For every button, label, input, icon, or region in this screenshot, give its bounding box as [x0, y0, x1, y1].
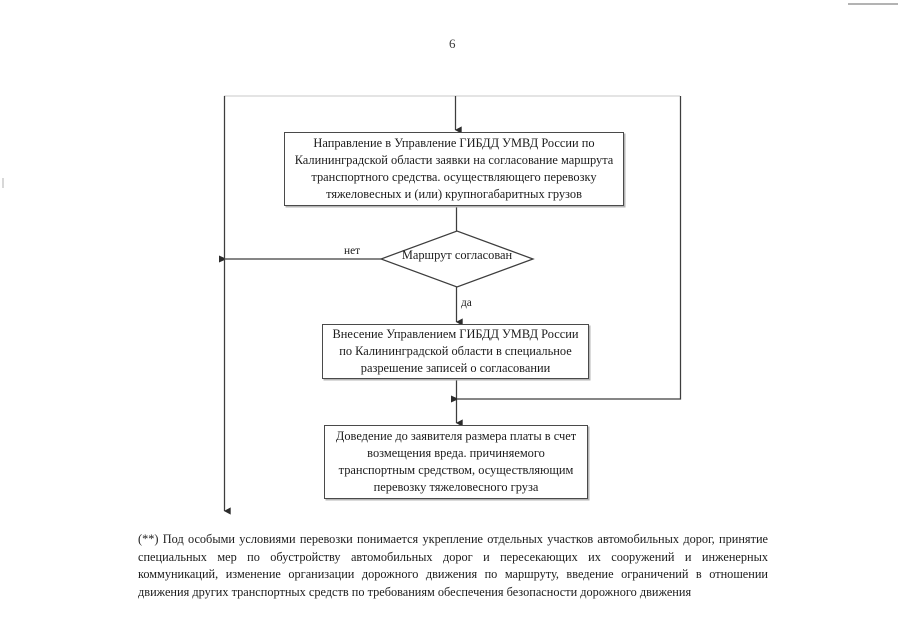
- flow-node-send-request: Направление в Управление ГИБДД УМВД Росс…: [284, 132, 624, 206]
- footnote: (**) Под особыми условиями перевозки пон…: [138, 531, 768, 601]
- edge-label-no: нет: [344, 245, 361, 257]
- flow-node-inform-fee: Доведение до заявителя размера платы в с…: [324, 425, 588, 499]
- flow-node-send-request-text: Направление в Управление ГИБДД УМВД Росс…: [294, 135, 614, 202]
- scan-artifact-top-right: [848, 3, 898, 5]
- footnote-text: (**) Под особыми условиями перевозки пон…: [138, 532, 768, 599]
- flow-node-record-approval: Внесение Управлением ГИБДД УМВД России п…: [322, 324, 589, 379]
- edge-label-yes: да: [461, 297, 472, 309]
- flow-node-inform-fee-text: Доведение до заявителя размера платы в с…: [335, 428, 577, 495]
- page-number: 6: [449, 36, 456, 51]
- flow-node-record-approval-text: Внесение Управлением ГИБДД УМВД России п…: [332, 326, 579, 376]
- flow-node-route-approved-text: Маршрут согласован: [401, 248, 513, 262]
- scan-artifact-left-margin: [2, 178, 4, 188]
